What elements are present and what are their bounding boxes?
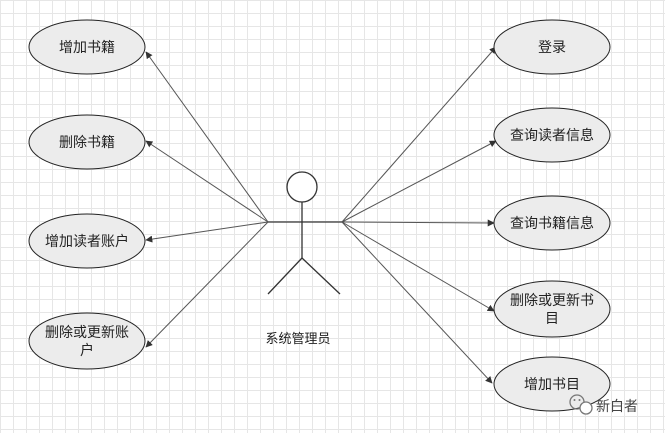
actor-figure (267, 171, 342, 295)
right-association-line-3 (341, 219, 495, 227)
use-case-label: 查询书籍信息 (510, 215, 594, 232)
left-association-line-1 (145, 51, 269, 223)
right-association-line-5 (341, 221, 493, 384)
use-case-ellipse (28, 114, 146, 170)
use-case-ellipse (28, 312, 146, 370)
use-case-ellipse (493, 19, 611, 75)
use-case-label: 增加书目 (524, 377, 580, 393)
actor-label: 系统管理员 (265, 332, 330, 347)
left-association-line-4 (145, 221, 269, 348)
left-use-case-3: 增加读者账户 (28, 213, 146, 269)
right-use-case-1: 登录 (493, 19, 611, 75)
right-association-line-2 (341, 140, 497, 223)
left-association-line-3 (145, 221, 269, 243)
use-case-label: 删除或更新书 (510, 293, 594, 309)
watermark: 新白者 (569, 394, 638, 415)
right-use-case-2: 查询读者信息 (493, 107, 611, 163)
actor-head (286, 171, 318, 203)
use-case-label: 删除书籍 (59, 134, 115, 151)
use-case-label: 增加书籍 (59, 39, 115, 56)
use-case-ellipse (28, 19, 146, 75)
use-case-ellipse (493, 280, 611, 338)
use-case-label: 查询读者信息 (510, 127, 594, 144)
use-case-ellipse (493, 195, 611, 251)
right-use-case-3: 查询书籍信息 (493, 195, 611, 251)
use-case-ellipse (28, 213, 146, 269)
actor-left-leg (267, 257, 303, 295)
use-case-label: 目 (545, 311, 559, 327)
use-case-label: 户 (80, 342, 94, 359)
left-use-case-2: 删除书籍 (28, 114, 146, 170)
use-case-label: 登录 (538, 40, 566, 56)
actor-right-leg (301, 257, 341, 295)
use-case-ellipse (493, 356, 611, 412)
use-case-label: 删除或更新账 (45, 325, 129, 341)
watermark-text: 新白者 (596, 399, 638, 415)
use-case-label: 增加读者账户 (45, 233, 129, 250)
right-association-line-1 (341, 46, 497, 223)
left-use-case-1: 增加书籍 (28, 19, 146, 75)
right-association-line-4 (341, 221, 495, 312)
wechat-icon (569, 394, 593, 415)
right-use-case-5: 增加书目 (493, 356, 611, 412)
use-case-ellipse (493, 107, 611, 163)
left-association-line-2 (145, 140, 269, 223)
